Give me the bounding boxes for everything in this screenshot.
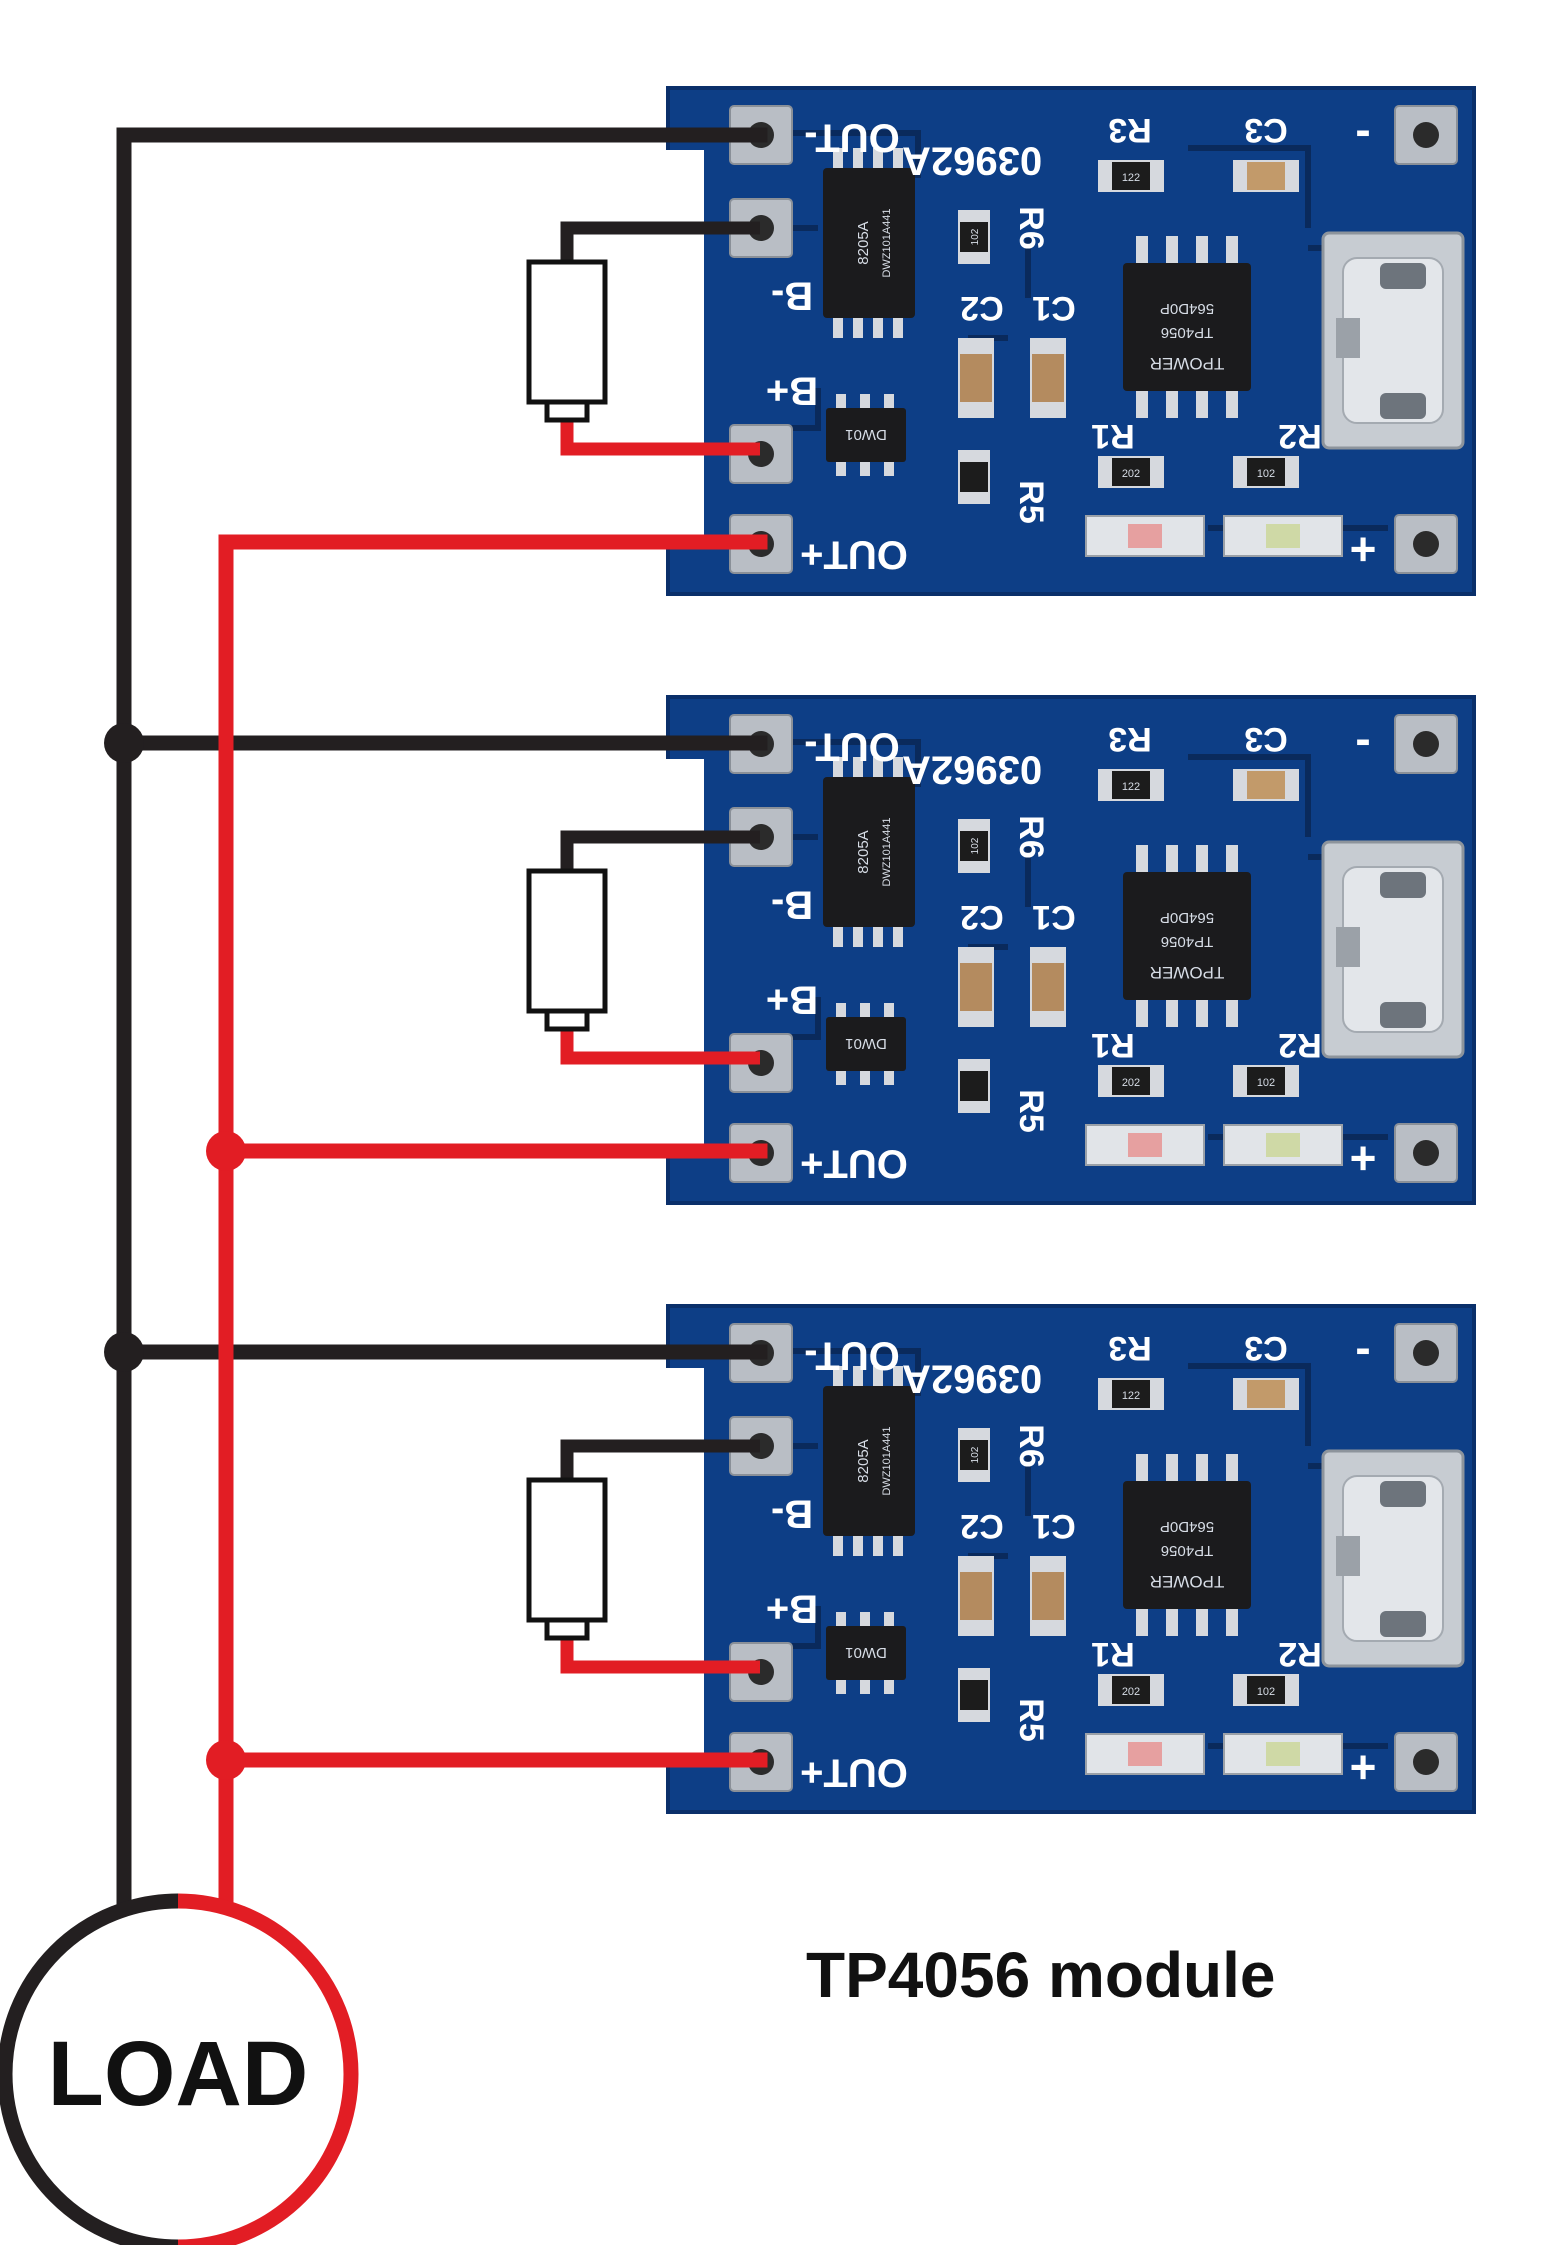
load-circle: LOAD (0, 1893, 359, 2245)
module-caption: TP4056 module (806, 1939, 1276, 2011)
junction-dots (104, 723, 246, 1780)
battery-1 (529, 221, 760, 456)
load-label: LOAD (48, 2023, 309, 2125)
tp4056-module-1 (666, 88, 1474, 594)
positive-wiring (218, 534, 768, 1913)
battery-2 (529, 830, 760, 1065)
battery-3 (529, 1439, 760, 1674)
tp4056-module-2 (666, 697, 1474, 1203)
tp4056-module-3 (666, 1306, 1474, 1812)
